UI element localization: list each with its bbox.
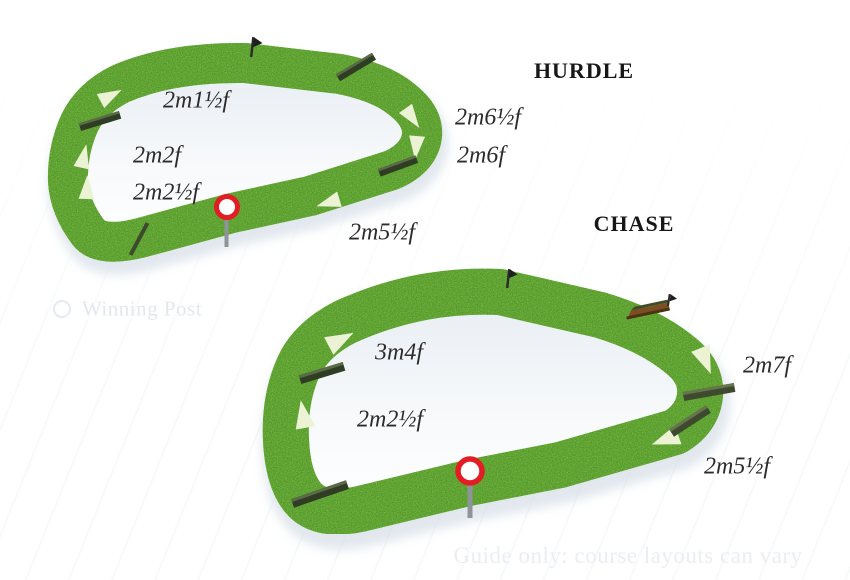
- chase-distance-label: 2m5½f: [704, 453, 770, 480]
- fence-flag-icon: [667, 293, 678, 307]
- start-flag-icon: [250, 37, 263, 58]
- chase-course-title: CHASE: [593, 211, 675, 236]
- hurdle-distance-label: 2m6½f: [455, 104, 521, 131]
- winning-post-marker: [455, 456, 485, 518]
- hurdle-distance-label: 2m2f: [133, 142, 181, 169]
- chase-distance-label: 2m7f: [743, 352, 791, 379]
- direction-arrow-icon: [73, 89, 426, 207]
- track-infields: [67, 62, 701, 512]
- chase-fence-marker: [626, 299, 670, 320]
- winning-post-legend-label: Winning Post: [81, 296, 203, 321]
- start-flag-icon: [506, 268, 518, 289]
- winning-post-legend-icon: [53, 300, 71, 318]
- footnote-watermark: Guide only: course layouts can vary: [453, 543, 803, 568]
- chase-distance-label: 2m2½f: [357, 406, 423, 433]
- hurdle-course-title: HURDLE: [533, 58, 635, 83]
- hurdle-distance-label: 2m5½f: [349, 219, 415, 246]
- winning-post-marker: [214, 194, 240, 247]
- chase-distance-label: 3m4f: [375, 339, 423, 366]
- hurdle-distance-label: 2m6f: [457, 142, 505, 169]
- hurdle-bar-marker: [291, 361, 736, 508]
- hurdle-distance-label: 2m1½f: [163, 87, 229, 114]
- hurdle-bar-marker: [78, 52, 419, 177]
- hurdle-distance-label: 2m2½f: [133, 179, 199, 206]
- hurdle-course-markers: [73, 37, 426, 256]
- chase-course-markers: [291, 268, 736, 518]
- start-line-marker: [128, 222, 150, 256]
